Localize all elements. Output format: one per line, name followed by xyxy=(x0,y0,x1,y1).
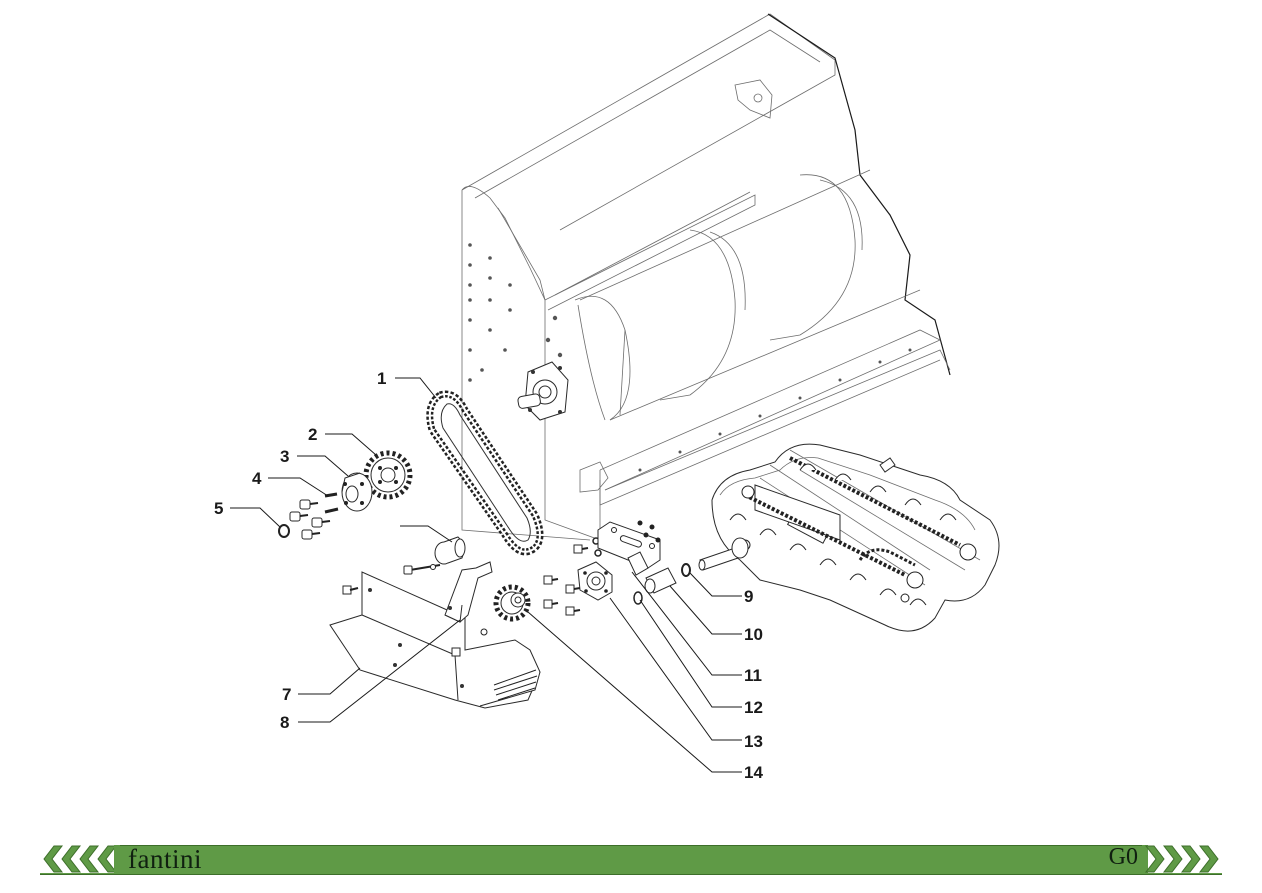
snap-ring xyxy=(278,524,290,538)
flange-bearing xyxy=(577,561,613,601)
callout-13: 13 xyxy=(744,732,763,751)
gathering-unit xyxy=(698,443,1000,632)
callout-1: 1 xyxy=(377,369,386,388)
callout-9: 9 xyxy=(744,587,753,606)
footer-green-band xyxy=(40,845,1222,875)
callout-12: 12 xyxy=(744,698,763,717)
callout-2: 2 xyxy=(308,425,317,444)
callout-14: 14 xyxy=(744,763,763,782)
callout-4: 4 xyxy=(252,469,262,488)
spacer-bushing xyxy=(633,563,691,605)
callout-8: 8 xyxy=(280,713,289,732)
callout-10: 10 xyxy=(744,625,763,644)
callout-11: 11 xyxy=(744,666,762,685)
idler-roller xyxy=(403,536,466,575)
pin xyxy=(324,492,339,514)
hub xyxy=(341,472,373,512)
roller-chain xyxy=(426,390,544,556)
left-chevrons-icon xyxy=(40,845,120,873)
brand-name: fantini xyxy=(128,844,202,874)
callout-7: 7 xyxy=(282,685,291,704)
callout-labels: 1 2 3 4 5 7 8 9 10 11 12 13 14 xyxy=(214,369,763,782)
tensioner-plate xyxy=(597,520,661,576)
support-bracket xyxy=(444,561,493,636)
cap-screws xyxy=(289,499,331,540)
callout-5: 5 xyxy=(214,499,223,518)
side-plate-holes xyxy=(468,243,563,382)
right-chevrons-icon xyxy=(1142,845,1222,873)
callout-3: 3 xyxy=(280,447,289,466)
fasteners xyxy=(543,537,602,616)
auger-housing xyxy=(461,13,951,541)
footer-bar: fantini G0 1 xyxy=(40,844,1222,875)
sprocket xyxy=(363,450,413,500)
housing-bearing xyxy=(517,361,569,421)
driven-sprocket xyxy=(493,584,531,622)
leader-lines xyxy=(230,377,742,773)
